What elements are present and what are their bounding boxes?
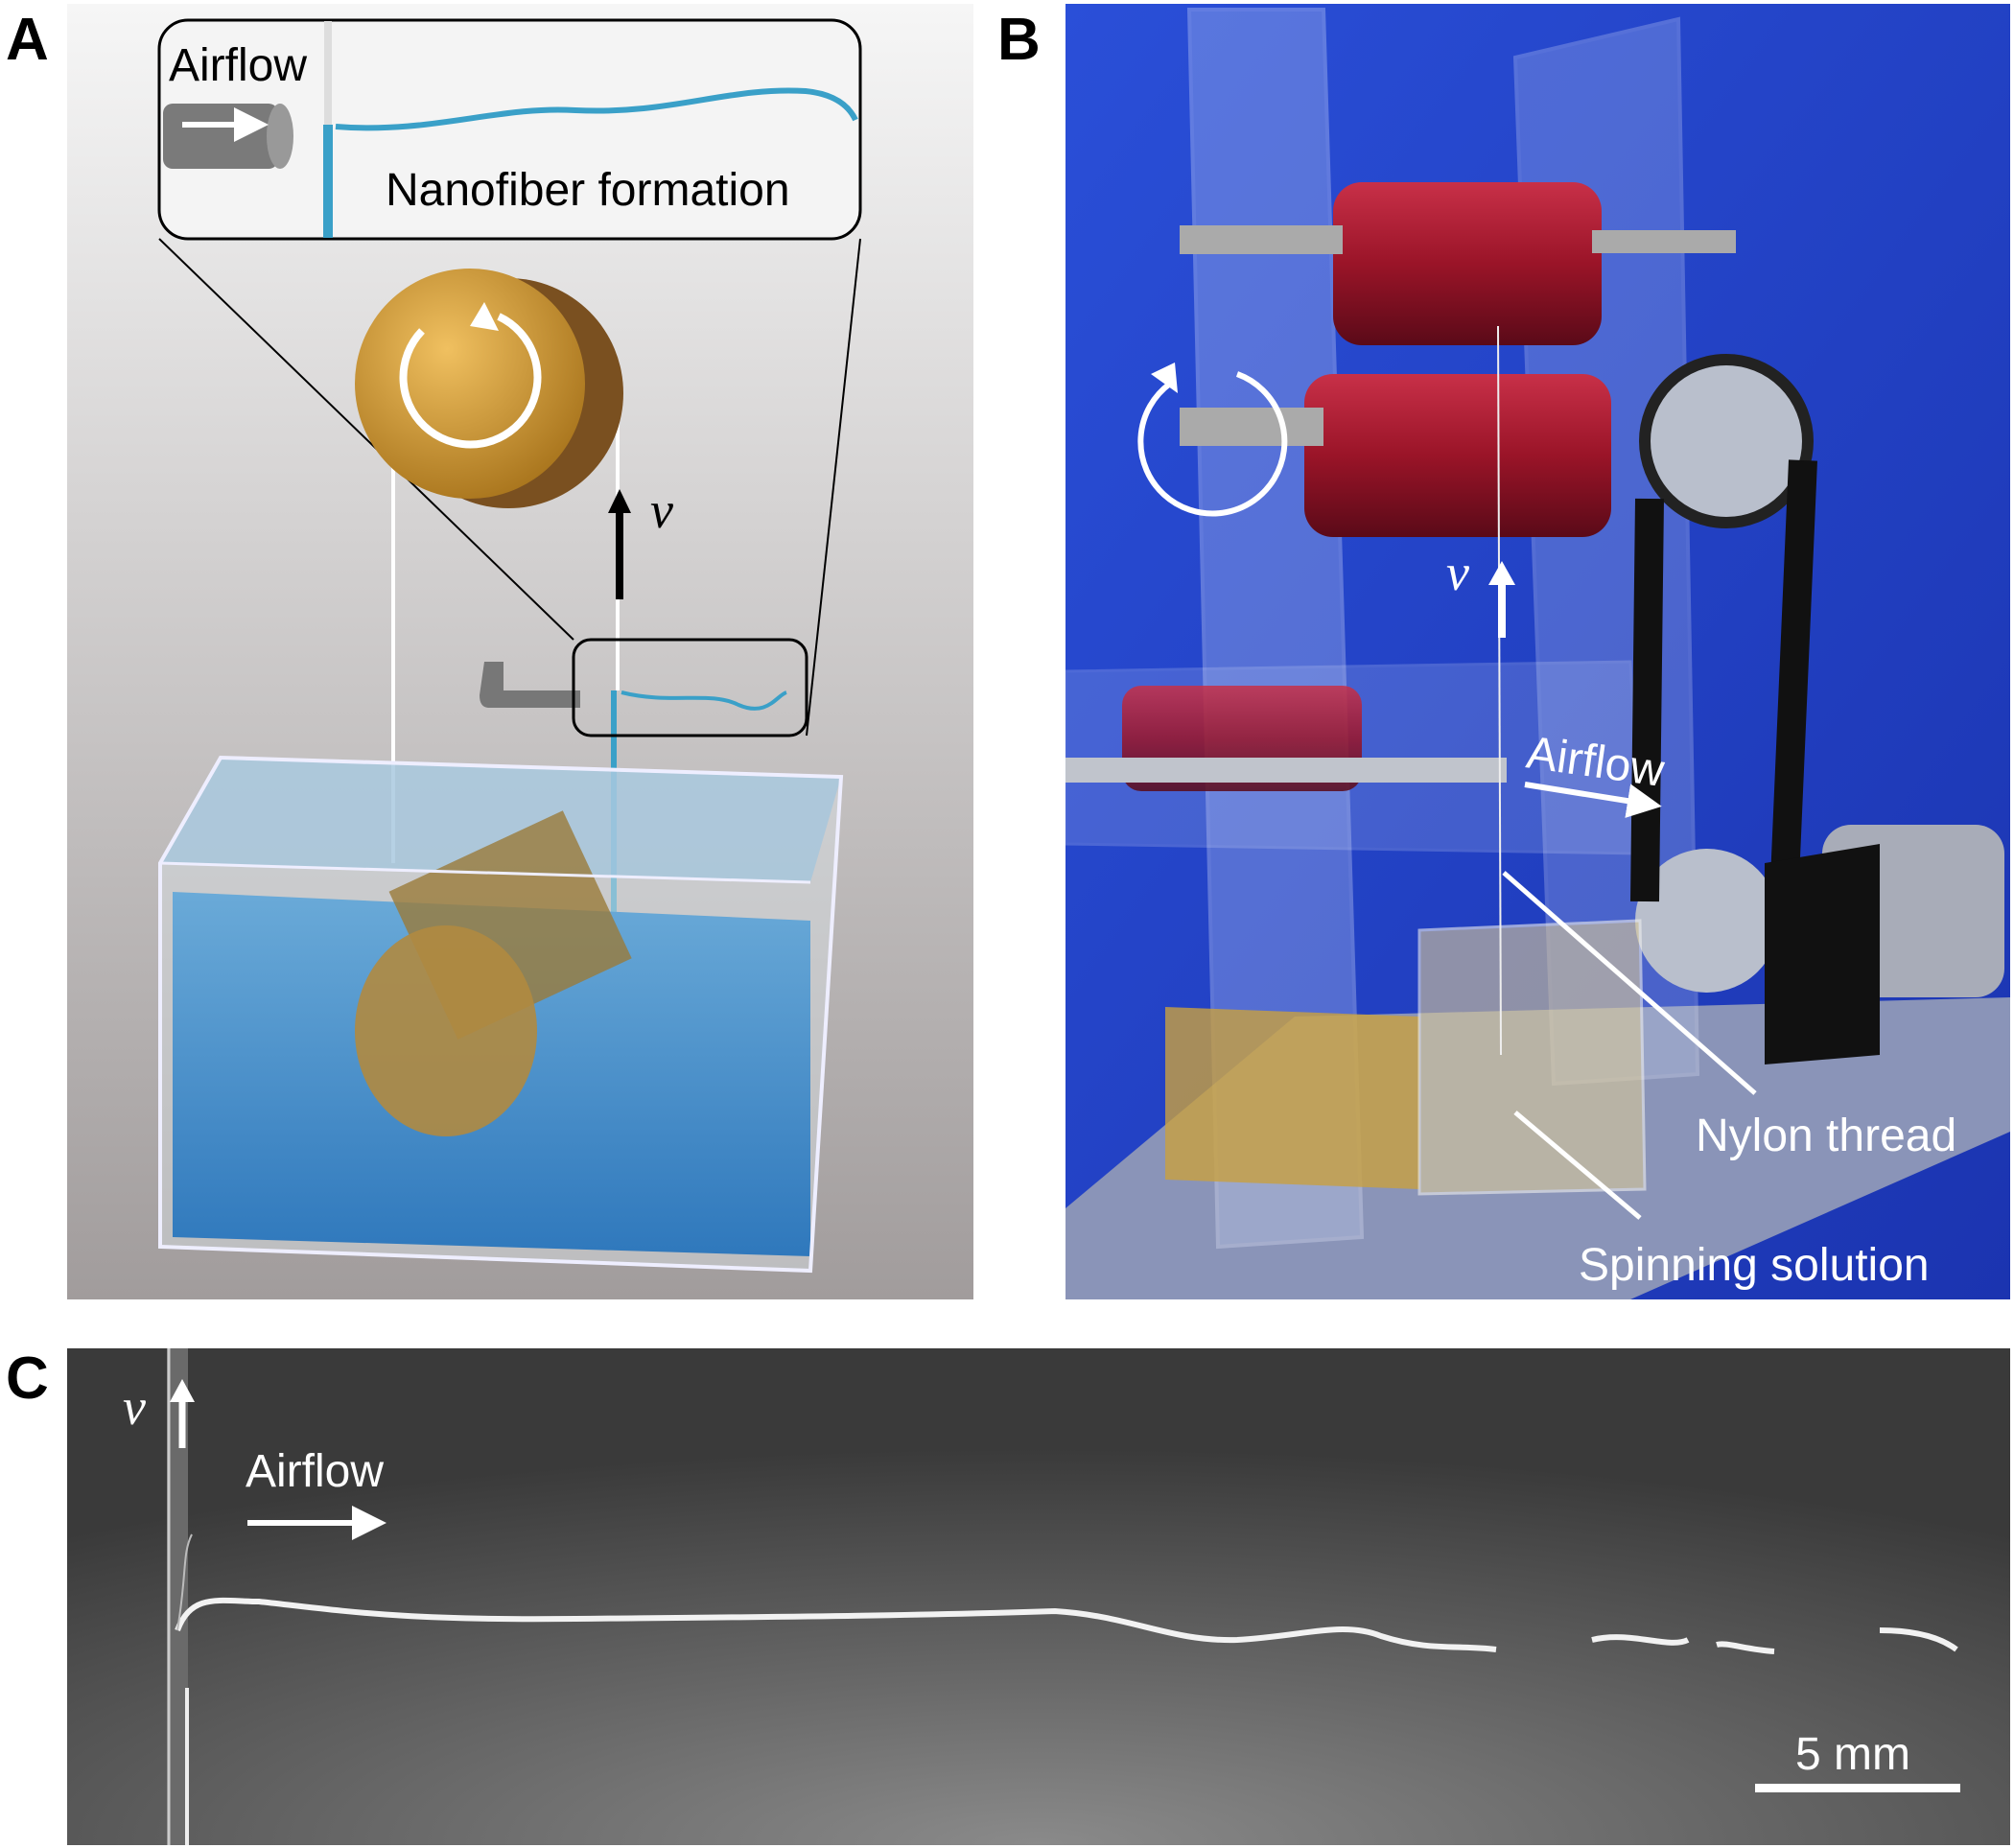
panel-label-b: B [997, 7, 1041, 73]
pulley [1639, 354, 1814, 528]
airflow-label: Airflow [246, 1446, 384, 1497]
inset-nanofiber [335, 87, 858, 131]
spinning-solution-tank [1165, 1007, 1419, 1189]
airflow-arrow [1524, 782, 1662, 818]
red-roller-top [1333, 182, 1602, 345]
nylon-thread [1497, 325, 1502, 1056]
air-nozzle [480, 662, 580, 708]
timing-belt [1630, 459, 1817, 902]
rotation-arrow-icon [399, 313, 542, 449]
solution-tank [158, 755, 844, 1274]
nylon-thread [167, 1348, 188, 1845]
zoom-line [158, 238, 574, 641]
panel-a: v Airflow Nanofiber fo [6, 4, 973, 1299]
rotation-arrow-icon [1137, 371, 1288, 517]
callout-line [1502, 871, 1757, 1095]
air-tube [1066, 758, 1507, 783]
zoom-line [806, 238, 861, 737]
inset-nozzle [163, 104, 278, 169]
panel-c: v Airflow 5 mm C [6, 1345, 2010, 1845]
panel-label-c: C [6, 1345, 49, 1412]
scale-bar [1755, 1784, 1960, 1792]
velocity-label: v [1446, 544, 1469, 601]
inset-airflow-label: Airflow [169, 40, 307, 91]
velocity-label: v [123, 1378, 146, 1436]
nanofiber [621, 690, 787, 711]
inset-caption: Nanofiber formation [386, 165, 790, 216]
motor-bracket [1765, 844, 1880, 1064]
callout-line [1513, 1111, 1642, 1220]
panel-label-a: A [6, 7, 49, 73]
submerged-roller [355, 810, 632, 1136]
nylon-thread-label: Nylon thread [1696, 1111, 1956, 1161]
velocity-label: v [650, 481, 673, 539]
scale-bar-label: 5 mm [1795, 1729, 1910, 1780]
take-up-roller [355, 269, 623, 508]
inset-nanofiber-formation: Airflow Nanofiber formation [157, 18, 862, 241]
zoom-region [572, 638, 808, 737]
panel-c-micrograph [67, 1348, 2010, 1845]
spinning-solution-label: Spinning solution [1579, 1240, 1930, 1291]
nanofiber [175, 1597, 1958, 1654]
acrylic-plate [1186, 8, 1365, 1250]
red-roller-bottom [1304, 374, 1611, 537]
panel-b: v Airflow Nylon thread Spinning solution… [997, 4, 2010, 1299]
pulley [1635, 849, 1779, 993]
